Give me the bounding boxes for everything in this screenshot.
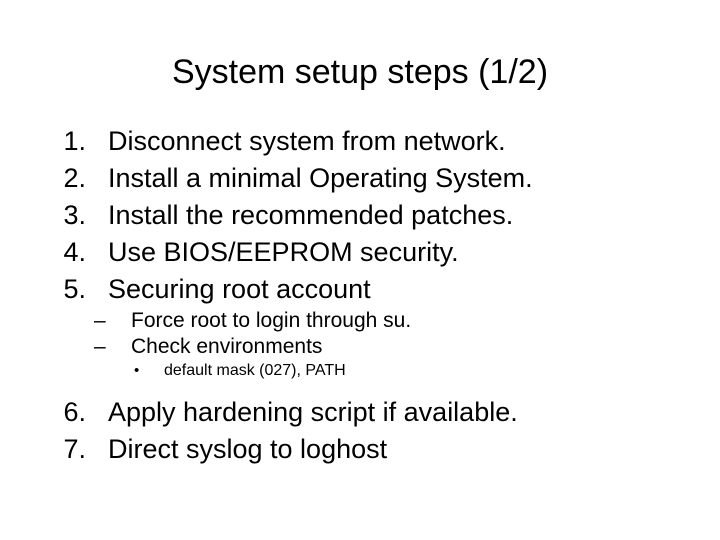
- outline-item-text: Install the recommended patches.: [108, 200, 514, 230]
- outline-item-level-1: 3. Install the recommended patches.: [0, 198, 720, 235]
- list-number-marker: 7.: [63, 434, 86, 464]
- dash-bullet-icon: –: [94, 309, 106, 332]
- list-number-marker: 3.: [63, 200, 86, 230]
- outline-item-level-1: 1. Disconnect system from network.: [0, 124, 720, 161]
- dash-bullet-icon: –: [94, 335, 106, 358]
- list-number-marker: 6.: [63, 397, 86, 427]
- slide-title: System setup steps (1/2): [171, 53, 549, 91]
- list-number-marker: 2.: [63, 163, 86, 193]
- outline-item-text: Install a minimal Operating System.: [108, 163, 533, 193]
- outline-item-level-1: 5. Securing root account: [0, 272, 720, 309]
- outline-item-text: Disconnect system from network.: [108, 126, 506, 156]
- list-number-marker: 5.: [63, 274, 86, 304]
- list-number-marker: 1.: [63, 126, 86, 156]
- outline-item-text: Securing root account: [108, 274, 371, 304]
- outline-item-text: Use BIOS/EEPROM security.: [108, 237, 459, 267]
- outline-item-level-1: 4. Use BIOS/EEPROM security.: [0, 235, 720, 272]
- outline-item-text: Check environments: [131, 335, 323, 358]
- outline-item-level-1: 7. Direct syslog to loghost: [0, 432, 720, 469]
- outline-item-level-2: – Check environments: [0, 335, 720, 361]
- outline-item-text: Apply hardening script if available.: [108, 397, 518, 427]
- outline-item-level-2: – Force root to login through su.: [0, 309, 720, 335]
- outline-item-level-3: • default mask (027), PATH: [0, 361, 720, 384]
- round-bullet-icon: •: [134, 362, 140, 379]
- slide-body-outline: 1. Disconnect system from network. 2. Insta…: [0, 124, 720, 469]
- outline-item-text: Force root to login through su.: [131, 309, 412, 332]
- outline-item-level-1: 2. Install a minimal Operating System.: [0, 161, 720, 198]
- outline-item-level-1: 6. Apply hardening script if available.: [0, 395, 720, 432]
- outline-item-text: default mask (027), PATH: [164, 362, 346, 379]
- outline-spacer: [0, 384, 720, 395]
- list-number-marker: 4.: [63, 237, 86, 267]
- outline-item-text: Direct syslog to loghost: [108, 434, 388, 464]
